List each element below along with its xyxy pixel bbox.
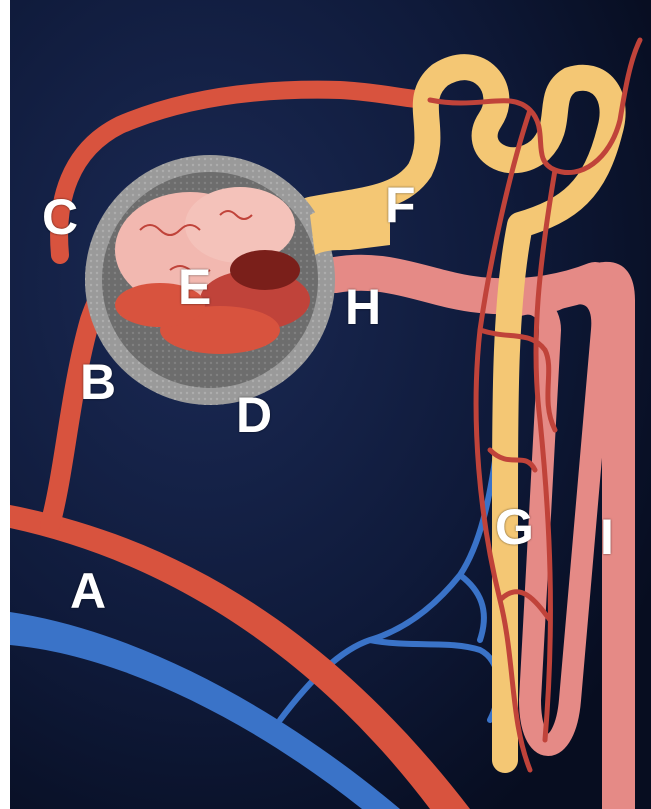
label-d: D bbox=[236, 390, 272, 440]
label-g: G bbox=[495, 502, 534, 552]
label-h: H bbox=[345, 282, 381, 332]
label-a: A bbox=[70, 566, 106, 616]
label-c: C bbox=[42, 192, 78, 242]
label-b: B bbox=[80, 357, 116, 407]
label-i: I bbox=[600, 512, 614, 562]
label-e: E bbox=[178, 262, 211, 312]
label-f: F bbox=[385, 180, 416, 230]
